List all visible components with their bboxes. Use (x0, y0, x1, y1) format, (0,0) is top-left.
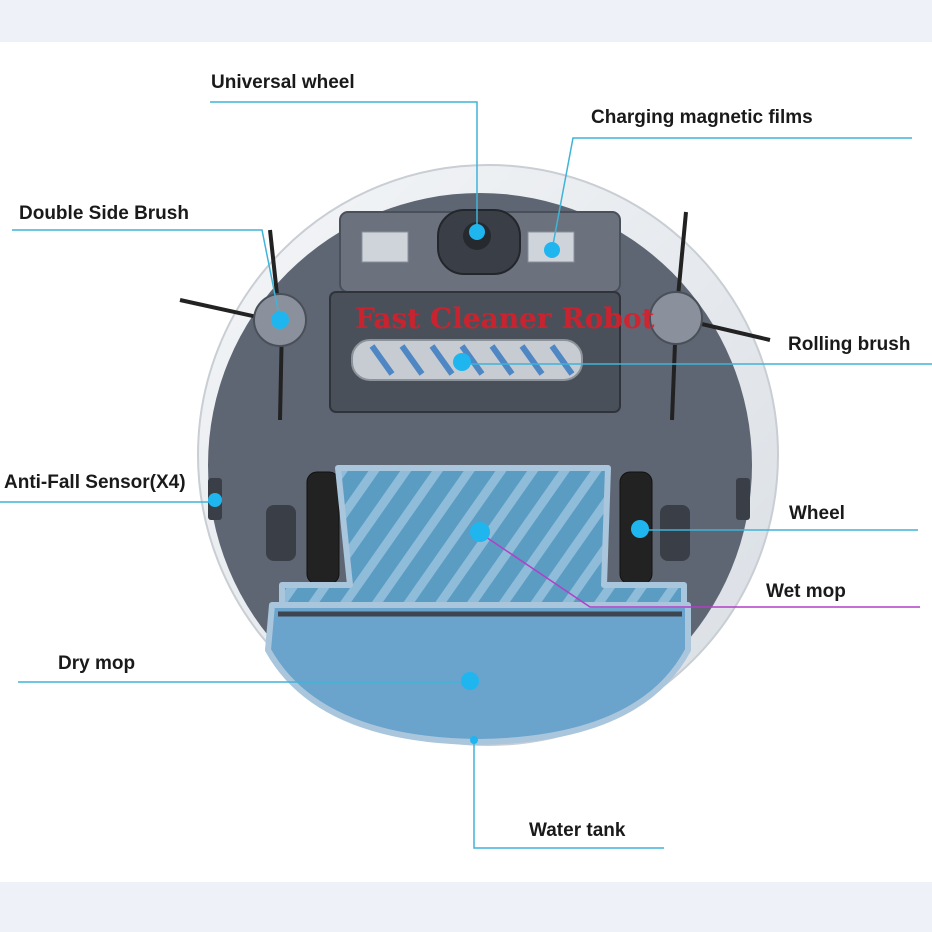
label-universal-wheel: Universal wheel (211, 72, 355, 93)
marker-double-side-brush (271, 311, 289, 329)
marker-wet-mop (470, 522, 490, 542)
wheel-hub-left (266, 505, 296, 561)
bottom-band (0, 882, 932, 932)
label-anti-fall-sensor: Anti-Fall Sensor(X4) (4, 472, 186, 493)
drive-wheel-left (306, 471, 340, 585)
leader-charging-films (551, 137, 912, 251)
label-wet-mop: Wet mop (766, 581, 846, 602)
markers (208, 224, 649, 744)
wheel-hub-right (660, 505, 690, 561)
marker-anti-fall-sensor (208, 493, 222, 507)
leader-universal-wheel (210, 101, 478, 232)
marker-water-tank (470, 736, 478, 744)
watermark-text: Fast Cleaner Robot (355, 302, 655, 335)
marker-universal-wheel (469, 224, 485, 240)
leader-water-tank (473, 740, 664, 849)
charging-contact-left (361, 231, 409, 263)
label-double-side-brush: Double Side Brush (19, 203, 189, 224)
leader-lines (0, 101, 932, 849)
side-brush-right (649, 211, 771, 421)
rolling-brush-bristles (369, 344, 575, 376)
top-band (0, 0, 932, 42)
dry-mop (265, 602, 691, 745)
marker-charging-films (544, 242, 560, 258)
leader-wet-mop (479, 532, 920, 608)
label-dry-mop: Dry mop (58, 653, 136, 674)
marker-wheel (631, 520, 649, 538)
marker-rolling-brush (453, 353, 471, 371)
label-wheel: Wheel (789, 503, 845, 524)
anti-fall-sensor-right (736, 478, 750, 520)
label-charging-magnetic-films: Charging magnetic films (591, 107, 813, 128)
label-water-tank: Water tank (529, 820, 626, 841)
label-rolling-brush: Rolling brush (788, 334, 911, 355)
leader-double-side-brush (12, 229, 281, 321)
marker-dry-mop (461, 672, 479, 690)
